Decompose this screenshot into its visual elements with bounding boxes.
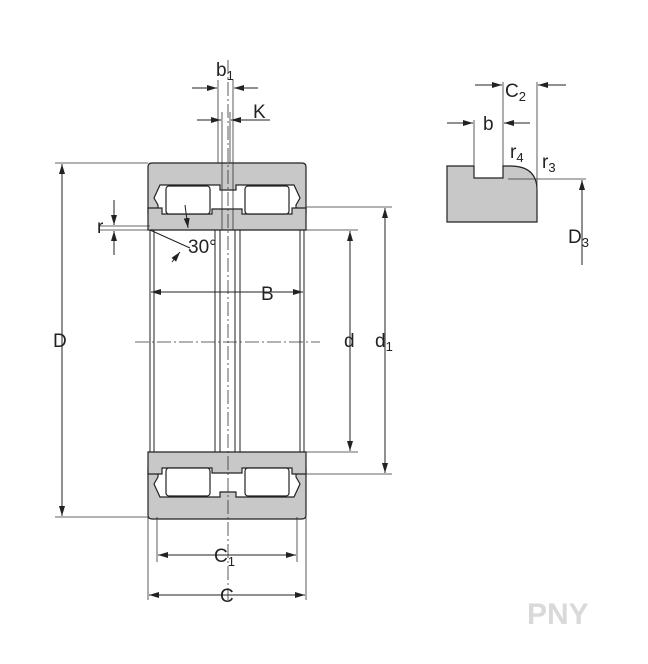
label-r4: r4 bbox=[510, 142, 524, 165]
detail-view: C2 b r4 r3 D3 bbox=[446, 81, 589, 265]
extension-lines bbox=[55, 80, 392, 600]
label-D3: D3 bbox=[568, 227, 589, 250]
dimension-arrows bbox=[59, 85, 388, 598]
label-b: b bbox=[483, 114, 494, 135]
label-b1: b1 bbox=[216, 60, 234, 83]
roller bbox=[244, 185, 290, 215]
top-section bbox=[147, 162, 307, 231]
label-r: r bbox=[97, 217, 104, 238]
dimension-labels: b1 K r 30° B D d d1 C1 C bbox=[53, 60, 393, 607]
bore-lines bbox=[135, 60, 320, 600]
watermark-logo: PNY bbox=[527, 598, 589, 631]
outer-ring-top bbox=[147, 162, 307, 214]
label-D: D bbox=[53, 331, 67, 352]
label-K: K bbox=[253, 102, 266, 123]
label-d1: d1 bbox=[375, 331, 393, 354]
bottom-section bbox=[147, 451, 307, 520]
label-B: B bbox=[261, 284, 274, 305]
label-d: d bbox=[344, 331, 355, 352]
detail-section bbox=[446, 165, 538, 223]
label-r3: r3 bbox=[542, 152, 556, 175]
label-C2: C2 bbox=[505, 81, 526, 104]
label-angle: 30° bbox=[188, 237, 217, 258]
label-C: C bbox=[220, 586, 234, 607]
roller bbox=[165, 185, 211, 215]
label-C1: C1 bbox=[214, 546, 235, 569]
